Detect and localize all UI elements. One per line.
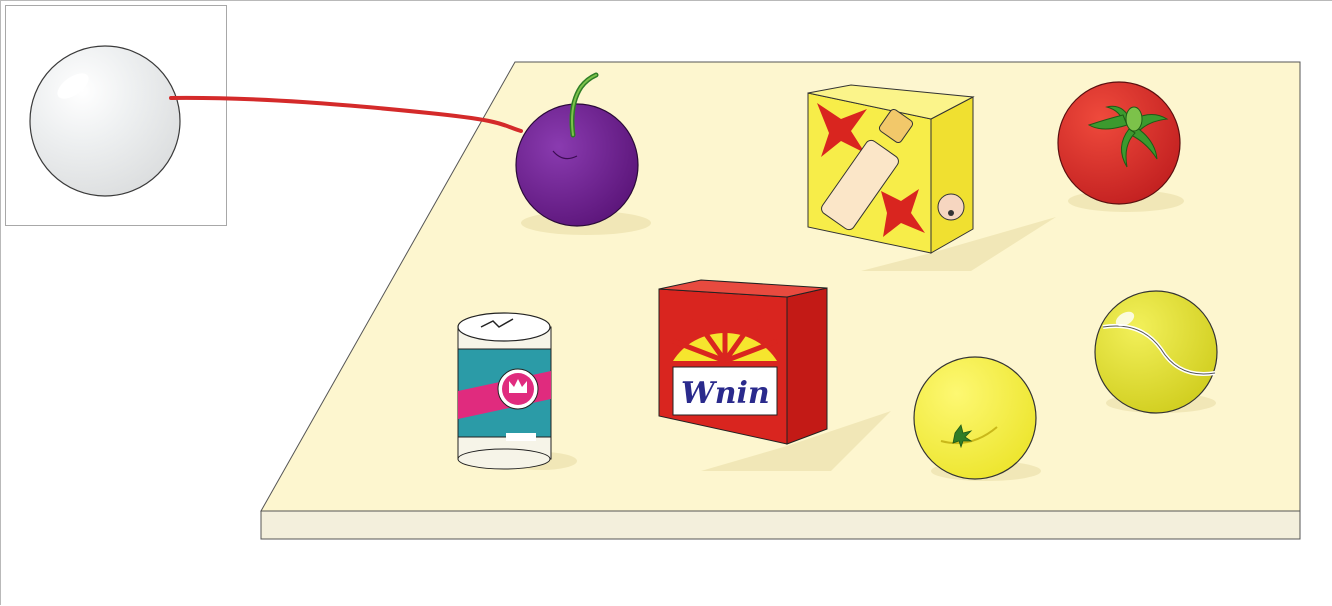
target-sphere (30, 46, 180, 196)
tennis-ball-object (1095, 291, 1217, 413)
table-edge (261, 511, 1300, 539)
sphere-target-icon (30, 46, 180, 196)
cereal-box-label: Wnin (681, 376, 770, 411)
match-connector-line (171, 98, 521, 131)
